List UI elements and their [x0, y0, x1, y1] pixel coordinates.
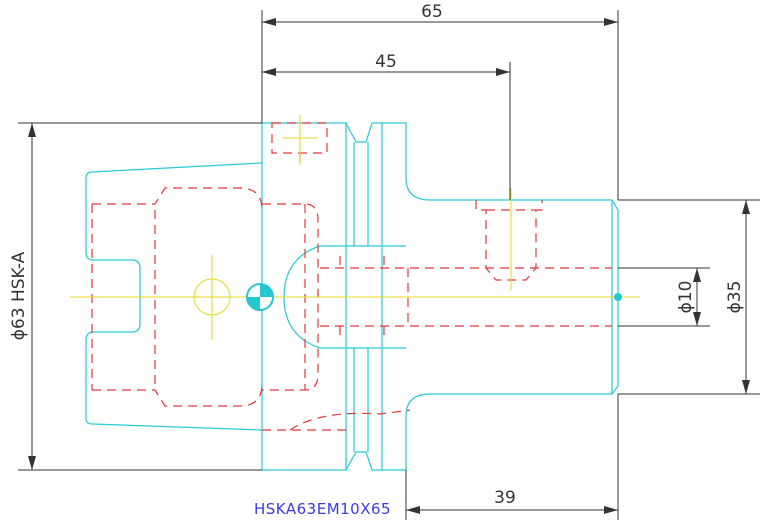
inner-cavity-hidden-bottom [92, 383, 263, 407]
tool-tip-marker [614, 293, 622, 301]
dim-63-label: ϕ63 HSK-A [9, 251, 29, 340]
inner-cavity-hidden [92, 187, 263, 211]
coolant-arc [289, 409, 411, 431]
arrow [693, 312, 701, 326]
bore-steps [339, 256, 409, 338]
part-label: HSKA63EM10X65 [254, 500, 391, 518]
arrowheads [28, 18, 750, 514]
dim-45-label: 45 [375, 52, 397, 72]
groove-inner-top [353, 142, 369, 246]
arrow [604, 506, 618, 514]
flange-hole-circle [193, 278, 231, 316]
arrow [742, 200, 750, 214]
arrow [262, 68, 276, 76]
dim-10-label: ϕ10 [676, 281, 696, 314]
hsk-taper-outline [85, 162, 263, 431]
arrow [406, 506, 420, 514]
arrow [496, 68, 510, 76]
dim-35-label: ϕ35 [725, 281, 745, 314]
center-lines [70, 115, 640, 340]
dim-39-label: 39 [494, 488, 516, 508]
dimension-lines [18, 10, 760, 520]
arrow [604, 18, 618, 26]
gauge-marker-fill [247, 284, 273, 310]
groove-inner-bottom [353, 348, 369, 452]
arrow [262, 18, 276, 26]
arrow [693, 268, 701, 282]
gauge-markers [246, 283, 622, 311]
hidden-lines [91, 122, 612, 431]
dim-65-label: 65 [421, 2, 443, 22]
arrow [28, 123, 36, 137]
arrow [28, 456, 36, 470]
arrow [742, 380, 750, 394]
